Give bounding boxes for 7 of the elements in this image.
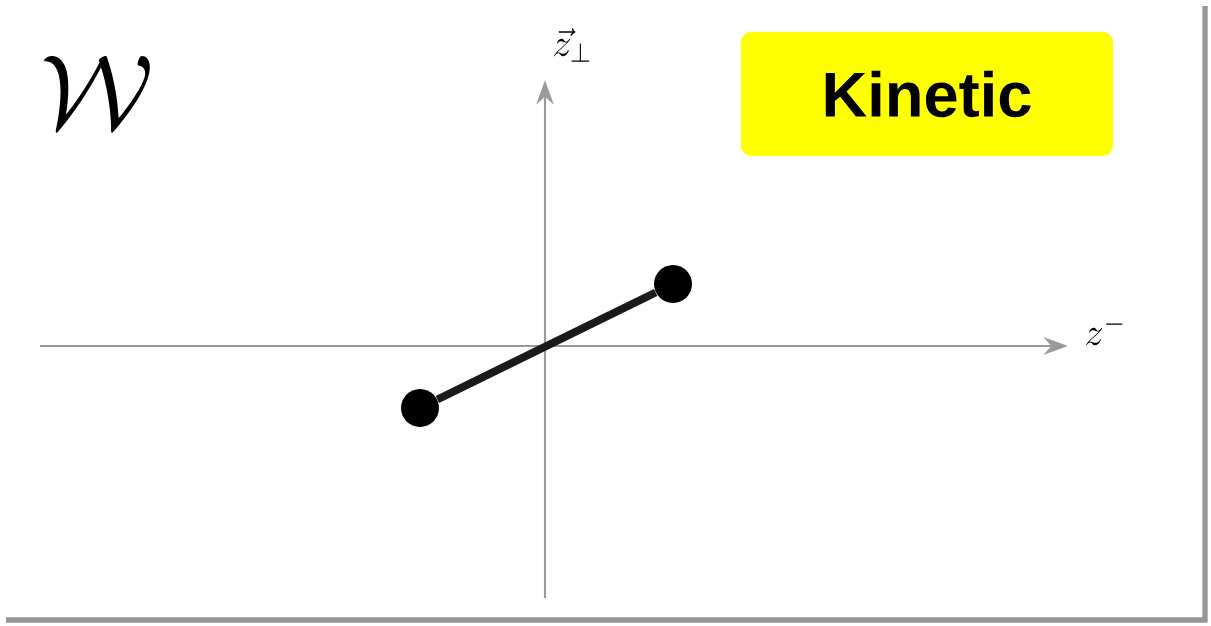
axis-label: $\vec{z}_\perp$ — [553, 28, 590, 62]
endpoint-dot — [401, 389, 439, 427]
label-box: Kinetic — [741, 32, 1113, 156]
space-symbol: $\mathcal{W}$ — [44, 56, 150, 133]
endpoint-dot — [654, 265, 692, 303]
axis-label: $z^-$ — [1086, 323, 1123, 346]
line-segment — [435, 288, 658, 404]
